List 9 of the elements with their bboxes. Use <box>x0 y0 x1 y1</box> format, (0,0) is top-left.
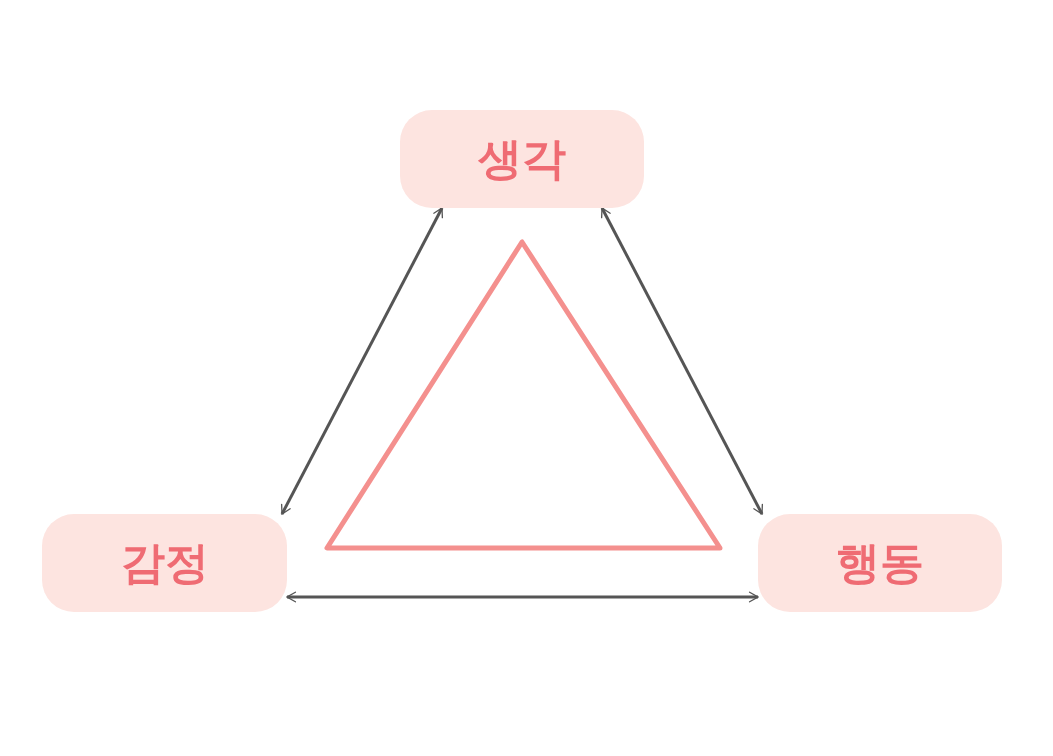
double-arrow <box>286 591 759 603</box>
label-box <box>758 514 1002 612</box>
node-label: 생각 <box>478 137 566 181</box>
label-box <box>42 514 287 612</box>
node-label: 감정 <box>120 541 209 585</box>
label-box <box>400 110 644 208</box>
double-arrow <box>600 207 764 515</box>
double-arrow <box>280 207 444 515</box>
node-label: 행동 <box>836 541 924 585</box>
